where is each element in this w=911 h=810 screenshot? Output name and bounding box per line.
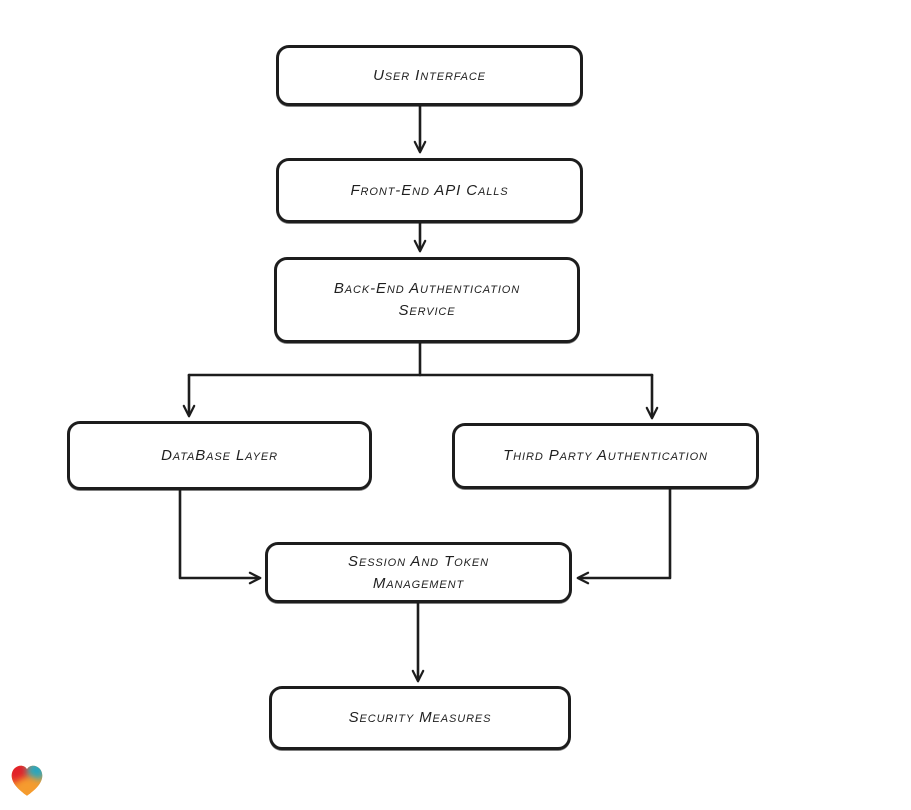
node-back-end-auth-service-label: Back-End Authentication Service — [333, 280, 521, 319]
heart-logo-gradient — [11, 765, 43, 796]
node-user-interface-label: User Interface — [373, 66, 486, 84]
node-security-measures[interactable]: Security Measures — [269, 686, 571, 750]
node-user-interface[interactable]: User Interface — [276, 45, 583, 106]
node-front-end-api-calls[interactable]: Front-End API Calls — [276, 158, 583, 223]
node-front-end-api-calls-label: Front-End API Calls — [350, 181, 509, 199]
node-third-party-auth-label: Third Party Authentication — [503, 447, 708, 465]
edge-thirdparty-to-session — [576, 487, 672, 585]
heart-logo-icon[interactable] — [8, 762, 46, 800]
node-security-measures-label: Security Measures — [348, 709, 492, 727]
edge-database-to-session — [178, 488, 262, 585]
node-session-token-management[interactable]: Session And Token Management — [265, 542, 572, 603]
node-back-end-auth-service[interactable]: Back-End Authentication Service — [274, 257, 580, 343]
node-session-token-management-label: Session And Token Management — [348, 552, 489, 592]
node-database-layer[interactable]: DataBase Layer — [67, 421, 372, 490]
node-database-layer-label: DataBase Layer — [161, 446, 278, 464]
node-third-party-auth[interactable]: Third Party Authentication — [452, 423, 759, 489]
